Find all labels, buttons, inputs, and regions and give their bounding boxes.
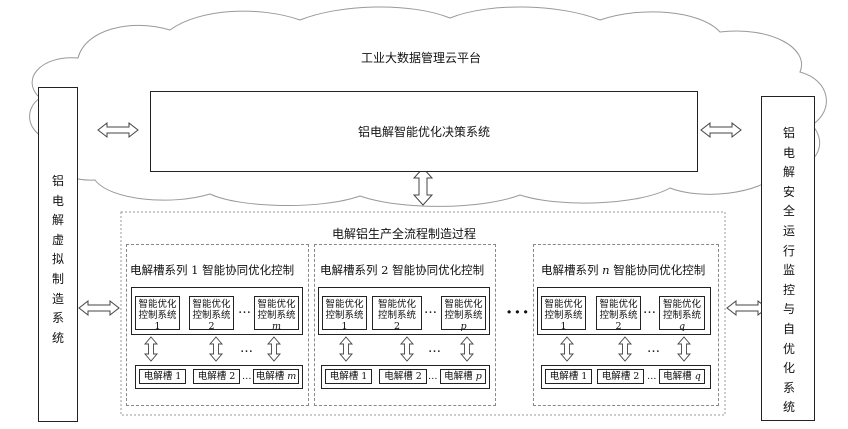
controller-1-1-line2: 控制系统 [138,310,177,321]
controller-1-1-line1: 智能优化 [138,299,177,310]
cell-2-2: 电解槽 2 [379,369,427,384]
series-group-n [533,244,719,406]
cell-n-2-index: 2 [633,371,640,382]
cell-2-1: 电解槽 1 [325,369,372,384]
series-title-n-var: n [602,263,610,277]
controller-2-p-index: p [460,321,467,332]
controller-n-1-index: 1 [560,321,567,332]
controller-2-2: 智能优化 控制系统 2 [372,296,422,332]
controller-n-1-line1: 智能优化 [544,299,583,310]
cell-n-ellipsis: … [647,371,657,382]
controller-2-1-line2: 控制系统 [325,310,364,321]
safety-monitoring-label: 铝电解安全运行监控与自优化系统 [782,126,795,415]
controller-2-p: 智能优化 控制系统 p [441,296,486,332]
cell-n-1-index: 1 [581,371,588,382]
series-title-2-suffix: 智能协同优化控制 [392,263,485,277]
cell-1-m: 电解槽 m [253,369,299,384]
cell-1-m-label: 电解槽 [255,371,285,382]
cell-n-1-label: 电解槽 [549,371,579,382]
arrow-decision-process [412,167,434,206]
cell-1-1-index: 1 [175,371,182,382]
controller-2-p-line2: 控制系统 [444,310,483,321]
controller-2-p-line1: 智能优化 [444,299,483,310]
controller-1-1: 智能优化 控制系统 1 [135,296,180,332]
cell-2-p-label: 电解槽 [444,371,473,382]
arrow-virtual-process [78,300,120,316]
cell-2-2-index: 2 [415,371,422,382]
controller-n-2-index: 2 [615,321,622,332]
controller-n-2-line2: 控制系统 [599,310,638,321]
cell-n-q-label: 电解槽 [663,371,692,382]
controller-n-q-line2: 控制系统 [662,310,701,321]
series-title-2-prefix: 电解槽系列 2 [320,263,393,277]
controller-n-ellipsis: … [643,302,657,317]
arrows-1-ellipsis: … [240,341,254,356]
safety-monitoring-box: 铝电解安全运行监控与自优化系统 [761,96,815,421]
cell-1-2: 电解槽 2 [193,369,240,384]
series-title-n-suffix: 智能协同优化控制 [609,263,706,277]
cell-2-1-label: 电解槽 [329,371,359,382]
series-title-1: 电解槽系列 1 智能协同优化控制 [130,264,294,277]
arrows-n-ellipsis: … [647,341,661,356]
controller-n-2: 智能优化 控制系统 2 [596,296,641,332]
arrows-2-ellipsis: … [428,341,442,356]
cell-n-1: 电解槽 1 [545,369,592,384]
cell-1-1-label: 电解槽 [143,371,173,382]
controller-1-1-index: 1 [154,321,161,332]
cell-n-q-index: q [694,371,701,382]
series-group-2 [314,244,496,406]
decision-system-label: 铝电解智能优化决策系统 [357,125,490,139]
controller-1-m-index: m [271,321,281,332]
cell-n-2: 电解槽 2 [597,369,644,384]
controller-n-q: 智能优化 控制系统 q [659,296,705,332]
cell-1-m-index: m [287,371,297,382]
controller-2-2-index: 2 [393,321,401,332]
cell-1-1: 电解槽 1 [139,369,186,384]
controller-n-1-line2: 控制系统 [544,310,583,321]
controller-1-2-index: 2 [208,321,215,332]
controller-2-1-line1: 智能优化 [325,299,364,310]
cell-2-ellipsis: … [428,371,438,382]
series-group-1 [126,244,309,406]
controller-n-2-line1: 智能优化 [599,299,638,310]
controller-1-m: 智能优化 控制系统 m [254,296,299,332]
controller-1-m-line1: 智能优化 [257,299,296,310]
cell-2-2-label: 电解槽 [384,371,413,382]
controller-1-2-line2: 控制系统 [192,310,231,321]
series-title-1-prefix: 电解槽系列 1 [130,263,203,277]
cell-1-2-label: 电解槽 [197,371,227,382]
cell-n-2-label: 电解槽 [601,371,631,382]
series-title-n-prefix: 电解槽系列 [541,263,603,277]
controller-2-2-line1: 智能优化 [377,299,416,310]
virtual-manufacturing-box: 铝电解虚拟制造系统 [38,87,78,422]
cell-1-ellipsis: … [242,371,252,382]
decision-system-box: 铝电解智能优化决策系统 [150,91,698,172]
controller-n-q-line1: 智能优化 [662,299,701,310]
controller-2-1-index: 1 [341,321,348,332]
series-title-n: 电解槽系列 n 智能协同优化控制 [541,264,705,277]
controller-1-ellipsis: … [238,302,252,317]
controller-2-ellipsis: … [424,302,438,317]
cloud-title: 工业大数据管理云平台 [361,51,482,65]
cell-n-q: 电解槽 q [659,369,705,384]
controller-2-1: 智能优化 控制系统 1 [322,296,367,332]
series-ellipsis: ··· [506,302,531,323]
cell-1-2-index: 2 [229,371,236,382]
controller-1-m-line2: 控制系统 [257,310,296,321]
controller-2-2-line2: 控制系统 [377,310,416,321]
series-title-1-suffix: 智能协同优化控制 [202,263,295,277]
cell-2-p: 电解槽 p [440,369,486,384]
process-title: 电解铝生产全流程制造过程 [332,227,477,241]
controller-1-2-line1: 智能优化 [192,299,231,310]
process-frame [120,211,726,416]
cell-2-1-index: 1 [361,371,368,382]
controller-1-2: 智能优化 控制系统 2 [189,296,234,332]
cell-2-p-index: p [475,371,482,382]
controller-n-1: 智能优化 控制系统 1 [541,296,586,332]
controller-n-q-index: q [678,321,686,332]
virtual-manufacturing-label: 铝电解虚拟制造系统 [51,174,64,345]
series-title-2: 电解槽系列 2 智能协同优化控制 [320,264,484,277]
